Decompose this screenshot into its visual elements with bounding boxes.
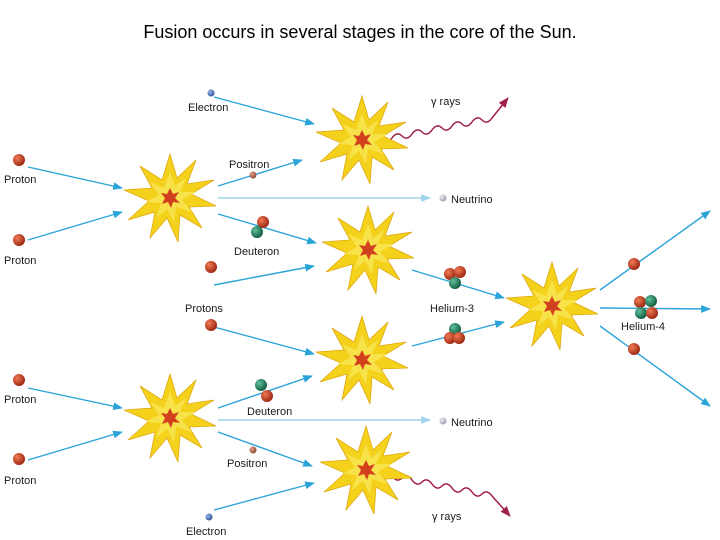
arrow-positron-top <box>217 158 303 187</box>
arrow-proton-1 <box>27 166 123 190</box>
arrow-proton-4 <box>27 430 123 461</box>
proton-3 <box>13 374 25 386</box>
fusion-burst-helium3-top <box>321 205 415 295</box>
positron-bottom <box>249 446 257 454</box>
helium3-top-proton-b <box>454 266 466 278</box>
deuteron-bottom-neutron <box>255 379 267 391</box>
helium4-proton-a <box>634 296 646 308</box>
label-helium4: Helium-4 <box>621 321 665 333</box>
arrow-electron-bottom <box>213 481 315 511</box>
label-proton-3: Proton <box>4 394 36 406</box>
neutrino-top <box>439 194 447 202</box>
label-positron-bottom: Positron <box>227 458 267 470</box>
fusion-burst-gamma-top <box>315 95 409 185</box>
helium4-neutron-a <box>645 295 657 307</box>
arrow-electron-top <box>213 96 315 126</box>
positron-top <box>249 171 257 179</box>
arrow-positron-bottom <box>217 431 313 467</box>
fusion-burst-2 <box>123 373 217 463</box>
helium4-neutron-b <box>635 307 647 319</box>
arrow-deuteron-top <box>217 213 317 245</box>
label-positron-top: Positron <box>229 159 269 171</box>
label-electron-bottom: Electron <box>186 526 226 538</box>
label-helium3: Helium-3 <box>430 303 474 315</box>
helium3-top-proton-a <box>444 268 456 280</box>
arrow-proton-3 <box>27 387 123 410</box>
slide-title: Fusion occurs in several stages in the c… <box>143 22 577 42</box>
label-gamma-bottom: γ rays <box>432 511 462 523</box>
fusion-burst-helium4 <box>505 261 599 351</box>
helium3-bottom-proton-b <box>453 332 465 344</box>
label-neutrino-bottom: Neutrino <box>451 417 493 429</box>
deuteron-top-neutron <box>251 226 263 238</box>
particles <box>13 89 658 521</box>
arrow-output-down <box>599 325 711 407</box>
helium3-bottom-proton-a <box>444 332 456 344</box>
electron-bottom <box>205 513 213 521</box>
deuteron-bottom-proton <box>261 390 273 402</box>
label-proton-1: Proton <box>4 174 36 186</box>
proton-1 <box>13 154 25 166</box>
helium3-bottom-neutron <box>449 323 461 335</box>
output-proton-up <box>628 258 640 270</box>
arrow-proton-2 <box>27 210 123 241</box>
helium3-top-neutron <box>449 277 461 289</box>
proton-2 <box>13 234 25 246</box>
protons-particle-bottom <box>205 319 217 331</box>
label-protons: Protons <box>185 303 223 315</box>
arrow-protons-top <box>213 263 315 286</box>
label-deuteron-top: Deuteron <box>234 246 279 258</box>
label-proton-2: Proton <box>4 255 36 267</box>
deuteron-top-proton <box>257 216 269 228</box>
gamma-ray-top <box>371 97 509 143</box>
electron-top <box>207 89 215 97</box>
label-neutrino-top: Neutrino <box>451 194 493 206</box>
arrow-protons-bottom <box>213 326 315 356</box>
fusion-burst-gamma-bottom <box>319 425 413 515</box>
helium4-proton-b <box>646 307 658 319</box>
label-gamma-top: γ rays <box>431 96 461 108</box>
neutrino-bottom <box>439 417 447 425</box>
fusion-burst-1 <box>123 153 217 243</box>
label-deuteron-bottom: Deuteron <box>247 406 292 418</box>
protons-particle-top <box>205 261 217 273</box>
labels: Electron γ rays Proton Positron Neutrino… <box>4 96 665 538</box>
fusion-burst-helium3-bottom <box>315 315 409 405</box>
proton-4 <box>13 453 25 465</box>
label-electron-top: Electron <box>188 102 228 114</box>
output-proton-down <box>628 343 640 355</box>
arrow-output-up <box>599 210 711 291</box>
label-proton-4: Proton <box>4 475 36 487</box>
